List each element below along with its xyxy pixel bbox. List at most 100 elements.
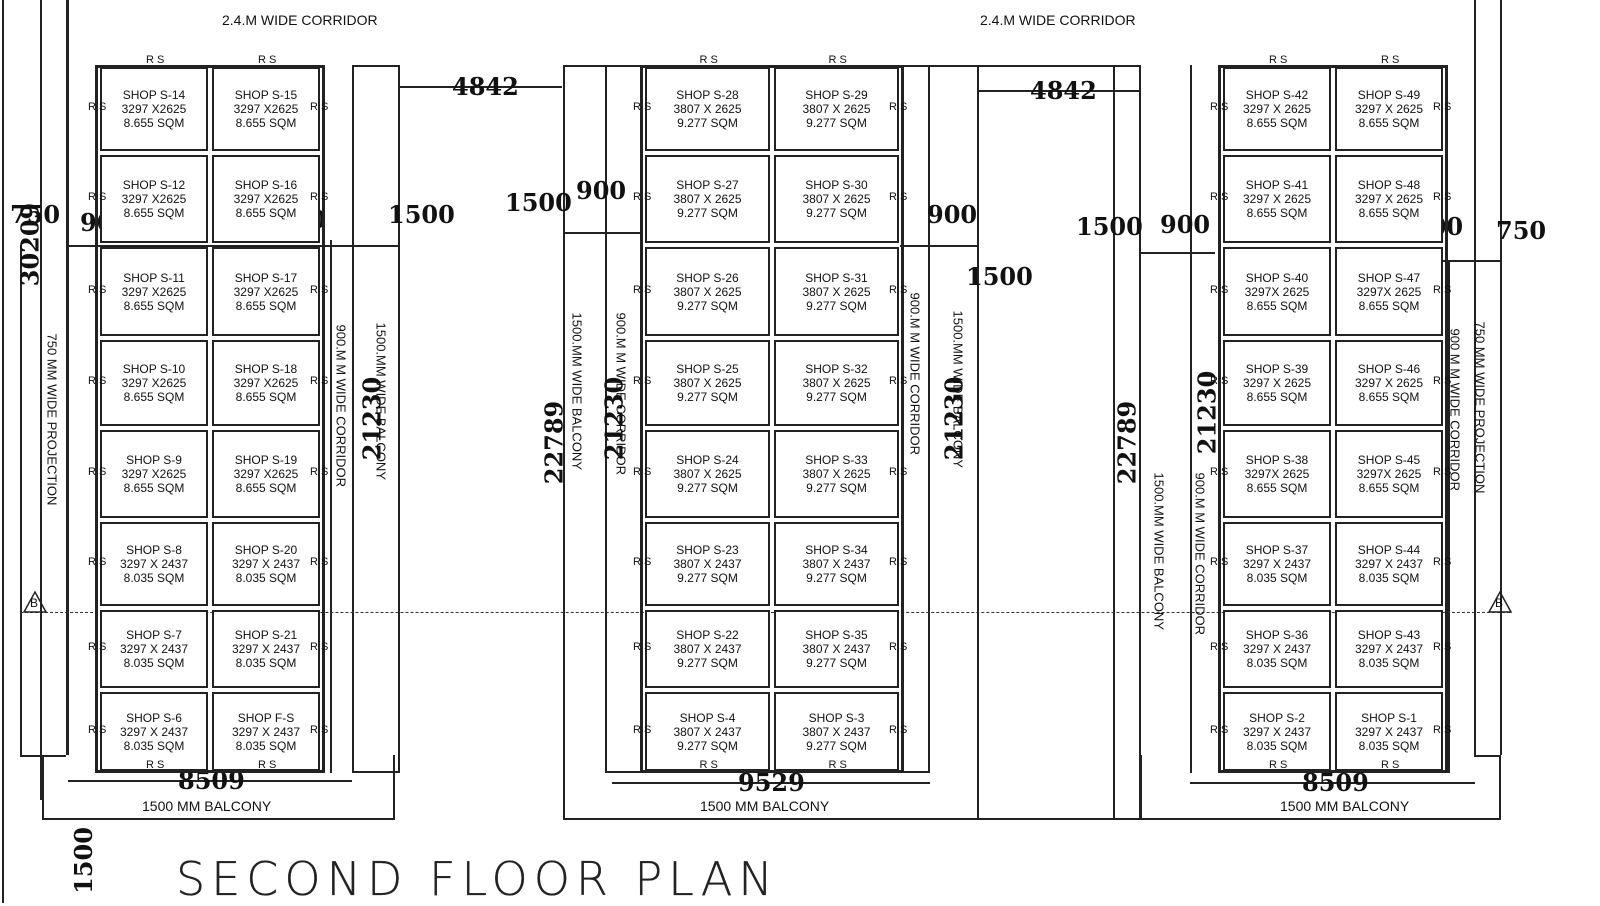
rs-marker: R S	[310, 641, 329, 653]
shop-name: SHOP S-36	[1245, 628, 1309, 642]
shop-area: 8.655 SQM	[1246, 481, 1308, 495]
rs-marker: R S	[258, 759, 277, 771]
rs-marker: R S	[1433, 466, 1452, 478]
shop-size: 3297 X 2437	[1242, 642, 1312, 656]
shop-size: 3297 X2625	[121, 192, 187, 206]
rs-marker: R S	[1433, 641, 1452, 653]
shop-name: SHOP S-9	[126, 453, 182, 467]
wall-line	[20, 245, 22, 755]
shop-area: 9.277 SQM	[806, 656, 867, 670]
shop-size: 3807 X 2437	[802, 642, 871, 656]
dim-line	[68, 780, 352, 782]
shop-area: 9.277 SQM	[806, 116, 867, 130]
shop-name: SHOP S-49	[1357, 88, 1421, 102]
dimension-text: 750	[1496, 216, 1547, 245]
shop-name: SHOP S-11	[123, 270, 185, 285]
rs-marker: R S	[1381, 759, 1400, 771]
rs-marker: R S	[699, 759, 718, 771]
balcony-label: 1500.MM WIDE BALCONY	[569, 312, 585, 471]
shop-area: 8.655 SQM	[1358, 298, 1420, 313]
rs-marker: R S	[1210, 641, 1229, 653]
corridor-label: 900.M M WIDE CORRIDOR	[333, 324, 349, 488]
shop-name: SHOP S-47	[1357, 270, 1421, 285]
shop-name: SHOP S-35	[805, 628, 868, 642]
shop-area: 8.035 SQM	[235, 738, 297, 753]
shop-name: SHOP S-40	[1245, 270, 1309, 285]
rs-marker: R S	[633, 723, 652, 736]
rs-marker: R S	[1381, 54, 1400, 66]
shop-name: SHOP S-39	[1245, 362, 1309, 376]
section-marker-right	[1487, 590, 1513, 619]
shop-size: 3807 X 2625	[673, 192, 742, 206]
shop-area: 8.035 SQM	[235, 571, 297, 585]
section-marker-left	[22, 590, 48, 617]
shop-area: 9.277 SQM	[806, 738, 867, 753]
shop-area: 8.655 SQM	[1246, 298, 1308, 313]
shop-size: 3807 X 2625	[802, 284, 871, 299]
shop-area: 8.655 SQM	[1358, 481, 1420, 495]
rs-marker: R S	[633, 556, 652, 568]
dim-line	[1190, 782, 1475, 784]
rs-marker: R S	[88, 723, 107, 736]
shop-block-outline	[95, 65, 325, 773]
balcony-strip	[1113, 65, 1141, 820]
shop-name: SHOP S-20	[234, 543, 298, 557]
corridor-label: 900.M M WIDE CORRIDOR	[907, 292, 923, 456]
dimension-text: 4842	[1030, 76, 1097, 105]
shop-size: 3807 X 2625	[802, 467, 871, 481]
projection-label: 750 MM WIDE PROJECTION	[1472, 321, 1488, 494]
shop-area: 9.277 SQM	[677, 390, 738, 404]
shop-name: SHOP S-7	[126, 628, 182, 642]
shop-size: 3297 X 2625	[1242, 102, 1312, 116]
shop-name: SHOP S-37	[1245, 543, 1309, 557]
